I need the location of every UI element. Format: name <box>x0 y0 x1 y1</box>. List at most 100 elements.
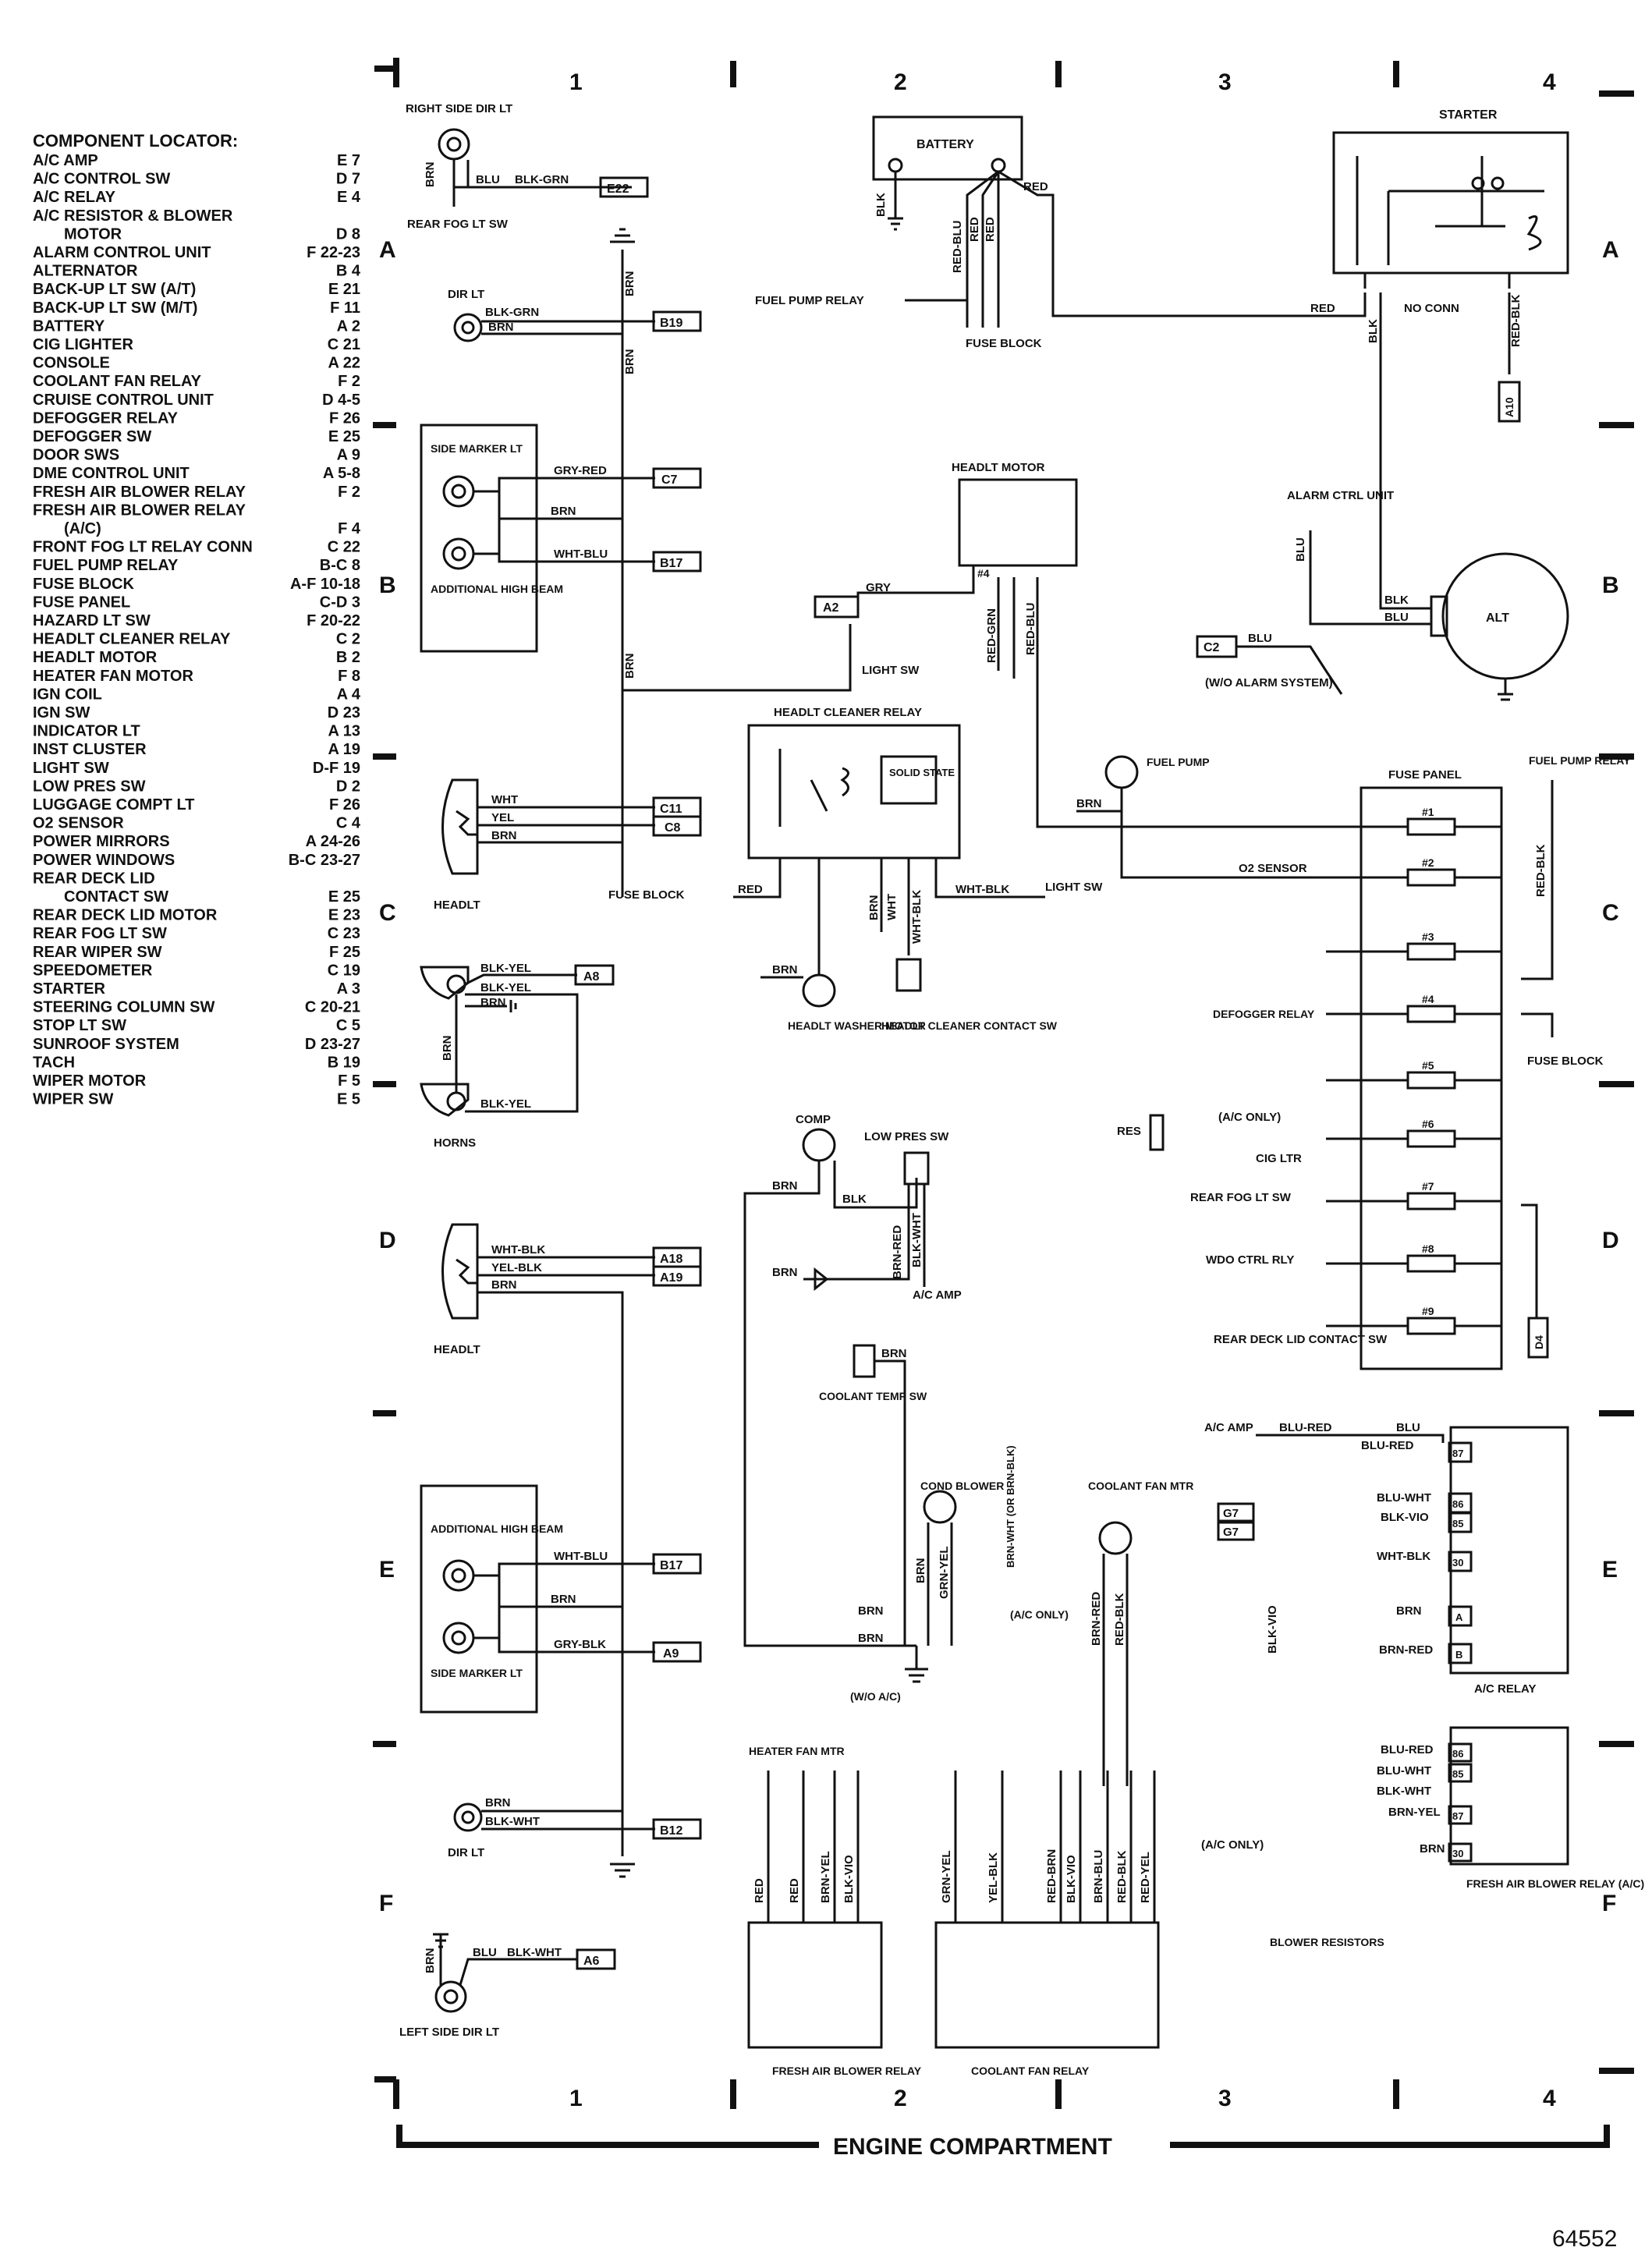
locator-name: A/C CONTROL SW <box>33 171 170 188</box>
locator-location: B 19 <box>328 1054 360 1071</box>
locator-location: F 22-23 <box>307 244 360 261</box>
fuse-label: #5 <box>1422 1059 1434 1072</box>
locator-name: REAR DECK LID <box>33 870 155 887</box>
connector-c7: C7 <box>661 473 678 487</box>
connector-a19: A19 <box>660 1271 682 1285</box>
locator-location: A 9 <box>337 447 360 464</box>
svg-text:FRESH AIR BLOWER RELAY: FRESH AIR BLOWER RELAY <box>772 2065 922 2077</box>
svg-text:BRN: BRN <box>772 963 798 977</box>
svg-text:COOLANT FAN RELAY: COOLANT FAN RELAY <box>971 2065 1090 2077</box>
ac-relay <box>1449 1426 1569 1675</box>
fuse-slot <box>1406 1129 1456 1148</box>
svg-text:BRN: BRN <box>551 1593 576 1606</box>
locator-location: C 19 <box>328 962 360 979</box>
svg-text:BRN: BRN <box>1076 797 1102 810</box>
svg-text:BRN: BRN <box>623 349 636 375</box>
svg-text:GRY-RED: GRY-RED <box>554 464 607 477</box>
connector-c2: C2 <box>1204 641 1220 654</box>
power-section: BATTERY BLK RED-BLU RED RED RED FUEL PUM… <box>755 108 1569 828</box>
locator-location: C 5 <box>336 1017 360 1034</box>
svg-text:B: B <box>1455 1649 1462 1661</box>
svg-text:BRN-RED: BRN-RED <box>891 1225 904 1279</box>
locator-location: E 25 <box>328 428 360 445</box>
headlt-cleaner-section: HEADLT CLEANER RELAY SOLID STATE FUSE BL… <box>608 706 1103 1032</box>
locator-location: C 2 <box>336 631 360 648</box>
fuse-label: #1 <box>1422 806 1434 818</box>
svg-text:COMP: COMP <box>796 1113 831 1126</box>
svg-text:(A/C ONLY): (A/C ONLY) <box>1010 1608 1069 1621</box>
connector-c8: C8 <box>665 821 681 835</box>
fuse-panel <box>1360 786 1503 1370</box>
svg-text:BLK: BLK <box>1367 319 1380 343</box>
svg-text:A/C RELAY: A/C RELAY <box>1474 1682 1536 1696</box>
svg-text:DIR LT: DIR LT <box>448 1846 484 1859</box>
svg-text:SIDE MARKER LT: SIDE MARKER LT <box>431 1667 523 1679</box>
svg-text:WHT-BLU: WHT-BLU <box>554 1550 608 1563</box>
svg-text:WHT-BLK: WHT-BLK <box>491 1243 545 1257</box>
svg-text:RED-YEL: RED-YEL <box>1139 1852 1152 1903</box>
locator-name: REAR FOG LT SW <box>33 925 167 942</box>
svg-text:30: 30 <box>1452 1557 1463 1568</box>
svg-text:BRN-YEL: BRN-YEL <box>819 1851 832 1903</box>
locator-location: C 4 <box>336 815 361 832</box>
svg-text:BRN: BRN <box>424 162 437 188</box>
svg-text:BRN: BRN <box>858 1632 884 1645</box>
svg-text:#4: #4 <box>977 567 990 580</box>
svg-text:85: 85 <box>1452 1518 1463 1529</box>
svg-text:BRN: BRN <box>491 829 517 842</box>
fuse-label: #6 <box>1422 1118 1434 1130</box>
svg-text:COND BLOWER: COND BLOWER <box>920 1480 1004 1492</box>
locator-name: HAZARD LT SW <box>33 612 151 629</box>
locator-name: INDICATOR LT <box>33 723 140 740</box>
svg-text:BLK: BLK <box>842 1193 867 1206</box>
locator-name: DOOR SWS <box>33 447 119 464</box>
svg-text:RED-BLK: RED-BLK <box>1113 1593 1126 1646</box>
fuel-pump-relay-label: FUEL PUMP RELAY <box>755 294 864 307</box>
row-label-d-right: D <box>1602 1228 1619 1253</box>
svg-text:LIGHT SW: LIGHT SW <box>862 664 920 677</box>
svg-text:FUSE BLOCK: FUSE BLOCK <box>608 888 685 902</box>
locator-name: HEADLT CLEANER RELAY <box>33 631 231 648</box>
locator-location: F 5 <box>338 1072 360 1090</box>
locator-name: CRUISE CONTROL UNIT <box>33 392 214 409</box>
svg-text:(W/O A/C): (W/O A/C) <box>850 1690 901 1703</box>
locator-location: B-C 8 <box>320 557 360 574</box>
col-label-3: 3 <box>1218 69 1232 95</box>
svg-text:GRN-YEL: GRN-YEL <box>938 1547 951 1600</box>
svg-text:BRN: BRN <box>424 1948 437 1974</box>
svg-text:86: 86 <box>1452 1748 1463 1760</box>
locator-name: CONSOLE <box>33 355 110 372</box>
connector-b17-2: B17 <box>660 1559 682 1572</box>
col-label-1: 1 <box>569 69 583 95</box>
locator-title: COMPONENT LOCATOR: <box>33 131 238 151</box>
fuse-label: #9 <box>1422 1305 1434 1317</box>
locator-location: A 19 <box>328 741 360 758</box>
svg-text:RED-BLU: RED-BLU <box>951 221 964 274</box>
svg-text:HEADLT CLEANER RELAY: HEADLT CLEANER RELAY <box>774 706 922 719</box>
fuse-slot <box>1406 1254 1456 1273</box>
resistor <box>1149 1114 1165 1151</box>
locator-name: A/C RESISTOR & BLOWER <box>33 207 233 225</box>
svg-text:BLK-YEL: BLK-YEL <box>480 962 531 975</box>
locator-name: REAR DECK LID MOTOR <box>33 907 218 924</box>
svg-text:BLK-WHT: BLK-WHT <box>910 1213 923 1267</box>
side-marker-group-2 <box>420 1484 538 1714</box>
locator-name: DEFOGGER SW <box>33 428 151 445</box>
row-label-d: D <box>379 1228 396 1253</box>
horns-label: HORNS <box>434 1136 476 1150</box>
svg-text:GRY-BLK: GRY-BLK <box>554 1638 606 1651</box>
svg-text:COOLANT FAN MTR: COOLANT FAN MTR <box>1088 1480 1193 1492</box>
locator-location: E 21 <box>328 281 360 298</box>
row-label-c: C <box>379 900 396 926</box>
svg-text:BLU-WHT: BLU-WHT <box>1377 1764 1431 1778</box>
svg-text:30: 30 <box>1452 1848 1463 1859</box>
locator-name: BACK-UP LT SW (A/T) <box>33 281 196 298</box>
fuse-slot <box>1406 1192 1456 1210</box>
locator-name: LIGHT SW <box>33 760 109 777</box>
svg-text:HEADLT CLEANER CONTACT SW: HEADLT CLEANER CONTACT SW <box>881 1019 1058 1032</box>
row-label-f: F <box>379 1891 393 1916</box>
svg-text:GRY: GRY <box>866 581 891 594</box>
locator-name: FRESH AIR BLOWER RELAY <box>33 502 246 519</box>
svg-text:BLU: BLU <box>1384 611 1409 624</box>
svg-text:87: 87 <box>1452 1810 1463 1822</box>
